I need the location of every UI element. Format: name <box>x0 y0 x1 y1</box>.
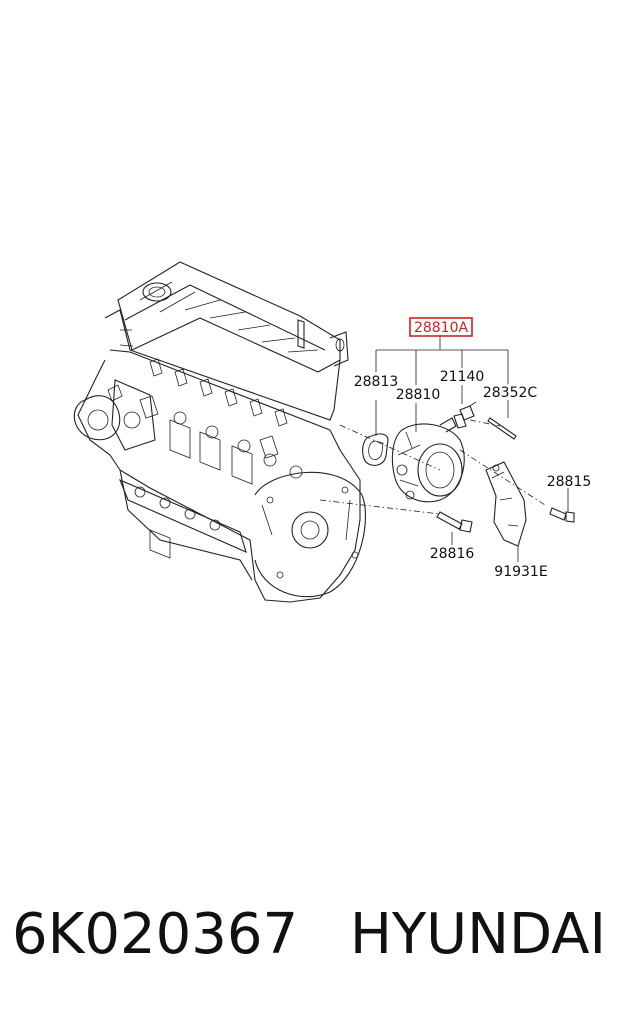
callout-28810[interactable]: 28810 <box>396 387 441 403</box>
exploded-parts <box>319 401 575 547</box>
leader-lines <box>375 335 569 562</box>
gasket-part <box>362 433 389 466</box>
highlight-box <box>409 317 473 337</box>
callout-91931E[interactable]: 91931E <box>494 564 547 580</box>
bracket-part <box>485 461 527 547</box>
footer: 6K020367 HYUNDAI <box>0 895 620 985</box>
bolt-lower-part <box>436 511 473 533</box>
vacuum-pump-part <box>391 417 465 503</box>
part-number: 6K020367 <box>12 902 299 967</box>
callout-28816[interactable]: 28816 <box>430 546 475 562</box>
callout-28352C[interactable]: 28352C <box>483 385 538 401</box>
callout-28813[interactable]: 28813 <box>354 374 399 390</box>
bolt-right-part <box>549 507 575 523</box>
pin-part <box>487 417 517 440</box>
brand-name: HYUNDAI <box>349 902 606 967</box>
callout-28815[interactable]: 28815 <box>547 474 592 490</box>
exploded-parts-diagram: 28810A 28813 28810 21140 28352C 28815 28… <box>73 261 592 603</box>
callout-21140[interactable]: 21140 <box>440 369 485 385</box>
engine-block-drawing <box>73 261 366 603</box>
sensor-part <box>453 401 477 429</box>
callout-28810A[interactable]: 28810A <box>414 320 469 336</box>
